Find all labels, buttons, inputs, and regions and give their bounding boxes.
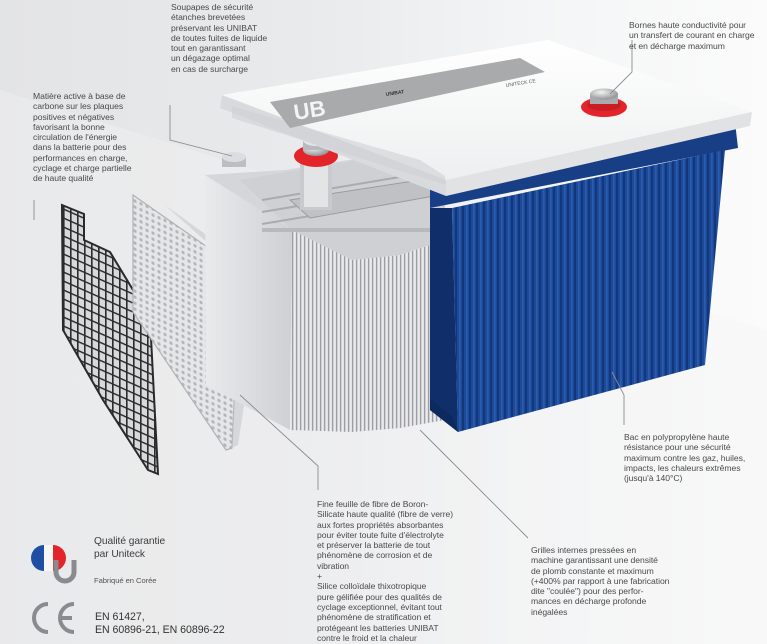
- callout-separator: Fine feuille de fibre de Boron- Silicate…: [317, 499, 454, 643]
- callout-terminals: Bornes haute conductivité pour un transf…: [629, 20, 755, 51]
- terminal-right: [581, 88, 627, 117]
- leader-lines: [33, 40, 633, 539]
- polypropylene-case: [430, 122, 738, 432]
- origin-label: Fabriqué en Corée: [94, 576, 157, 585]
- france-flag-u-logo: [31, 545, 77, 584]
- ce-mark: [32, 602, 75, 634]
- battery-lid: UB UNIBAT UNITECK CE: [220, 40, 752, 196]
- safety-valve: [222, 152, 246, 167]
- callout-active-material: Matière active à base de carbone sur les…: [33, 91, 132, 184]
- lid-logo: UB: [292, 95, 327, 125]
- standards-label: EN 61427, EN 60896-21, EN 60896-22: [95, 611, 225, 636]
- callout-grids: Grilles internes pressées en machine gar…: [531, 545, 670, 617]
- negative-grid-plate: [60, 203, 160, 476]
- quality-title: Qualité garantie par Uniteck: [94, 536, 166, 560]
- callout-valves: Soupapes de sécurité étanches brevetées …: [171, 2, 268, 74]
- svg-text:UNITECK CE: UNITECK CE: [505, 78, 537, 89]
- svg-text:UNIBAT: UNIBAT: [385, 89, 404, 98]
- callout-case: Bac en polypropylène haute résistance po…: [624, 432, 746, 484]
